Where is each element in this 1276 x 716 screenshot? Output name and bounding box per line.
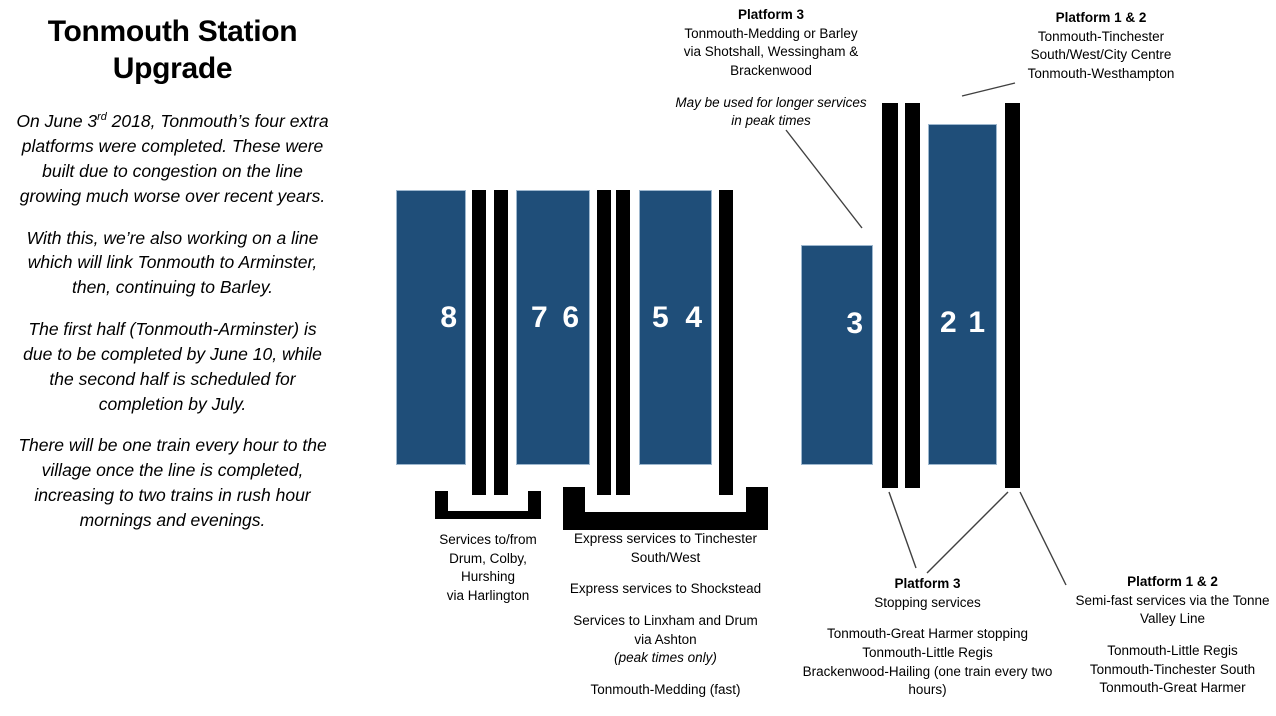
note-spacer [563,599,768,612]
note-spacer [651,81,891,94]
note-bottom-centre-line3: Express services to Shockstead [569,581,762,597]
note-bottom-right-heading: Platform 1 & 2 [1127,574,1218,589]
note-spacer [563,567,768,580]
note-spacer [563,668,768,681]
note-bottom-mid-right-line3: Tonmouth-Little Regis [862,644,993,660]
track-rail-f [882,103,898,488]
platform-number-3: 3 [846,307,863,340]
note-bottom-right-line3: Tonmouth-Little Regis [1107,642,1238,658]
note-top-centre-line3: Brackenwood [730,62,812,78]
intro-p1-a: On June 3 [16,111,98,132]
leader-line-platform12-bottom-right [1019,491,1067,586]
note-bottom-mid-right-line2: Tonmouth-Great Harmer stopping [826,626,1029,642]
note-bottom-centre-line1: Express services to Tinchester [573,531,758,546]
note-bottom-centre-line4: Services to Linxham and Drum [573,612,758,628]
platform-block-8: 8 [396,190,466,465]
note-bottom-centre-line6: (peak times only) [614,650,717,666]
note-top-right-line3: Tonmouth-Westhampton [1027,65,1175,81]
note-spacer [1075,629,1270,642]
track-rail-a [472,190,486,495]
note-bottom-mid-right-heading: Platform 3 [894,576,961,591]
note-spacer [800,612,1055,625]
note-top-centre-italic2: in peak times [731,113,811,129]
track-rail-c [597,190,611,495]
note-bottom-centre-line2: South/West [630,549,701,565]
intro-paragraph-1: On June 3rd 2018, Tonmouth’s four extra … [12,109,333,208]
note-bottom-centre-line7: Tonmouth-Medding (fast) [590,681,741,697]
note-top-centre-heading: Platform 3 [737,7,805,22]
intro-paragraph-3: The first half (Tonmouth-Arminster) is d… [23,319,322,414]
track-rail-h [1005,103,1020,488]
note-bottom-centre-line5: via Ashton [634,631,697,647]
note-bottom-left-line3: Hurshing [460,569,516,585]
intro-paragraph-2: With this, we’re also working on a line … [26,227,319,298]
track-rail-g [905,103,920,488]
platform-block-3: 3 [801,245,873,465]
intro-p1-b: 2018, Tonmouth’s four extra platforms we… [19,111,329,206]
note-top-right-heading: Platform 1 & 2 [1055,10,1147,25]
intro-body: On June 3rd 2018, Tonmouth’s four extra … [12,109,333,533]
track-rail-d [616,190,630,495]
platform-number-8: 8 [440,301,457,334]
note-top-centre-italic1: May be used for longer services [675,94,867,110]
platform-number-4: 4 [685,301,702,334]
note-bottom-mid-right-line1: Stopping services [874,594,981,610]
platform-block-2-1: 2 1 [928,124,997,465]
leader-line-platform12-top [961,82,1016,97]
note-top-centre: Platform 3 Tonmouth-Medding or Barley vi… [651,6,891,131]
leader-line-platform3-top [785,129,863,229]
platform-number-2: 2 [940,306,957,339]
note-top-right-line1: Tonmouth-Tinchester [1037,28,1165,44]
note-bottom-mid-right-line4: Brackenwood-Hailing (one train every two [802,663,1053,679]
note-bottom-right-line2: Valley Line [1139,611,1206,627]
note-bottom-centre: Express services to Tinchester South/Wes… [563,530,768,699]
note-bottom-right: Platform 1 & 2 Semi-fast services via th… [1075,573,1270,698]
platform-number-7: 7 [531,301,548,334]
track-rail-e [719,190,733,495]
page-title: Tonmouth Station Upgrade [47,15,298,85]
platform-block-5-4: 5 4 [639,190,712,465]
leader-line-platform3-bottom [888,491,917,569]
note-bottom-left: Services to/from Drum, Colby, Hurshing v… [420,531,556,606]
note-top-centre-line2: via Shotshall, Wessingham & [683,44,859,60]
track-rail-b [494,190,508,495]
note-bottom-left-line2: Drum, Colby, [449,550,527,566]
platform-number-5: 5 [652,301,669,334]
leader-line-platform12-bottom-left [926,491,1009,574]
platform-block-7-6: 7 6 [516,190,590,465]
note-bottom-left-line4: via Harlington [446,587,530,603]
note-top-centre-line1: Tonmouth-Medding or Barley [684,25,858,41]
note-bottom-left-line1: Services to/from [439,532,537,547]
note-top-right: Platform 1 & 2 Tonmouth-Tinchester South… [1006,9,1196,84]
platform-number-1: 1 [968,306,985,339]
note-bottom-right-line1: Semi-fast services via the Tonne [1075,592,1270,608]
intro-paragraph-4: There will be one train every hour to th… [18,435,327,530]
note-bottom-mid-right: Platform 3 Stopping services Tonmouth-Gr… [800,575,1055,700]
note-bottom-mid-right-line5: hours) [908,682,947,698]
note-bottom-right-line4: Tonmouth-Tinchester South [1089,661,1256,677]
platform-number-6: 6 [562,301,579,334]
note-top-right-line2: South/West/City Centre [1030,47,1172,63]
intro-panel: Tonmouth Station Upgrade On June 3rd 201… [0,8,345,533]
ordinal-suffix: rd [97,111,107,124]
note-bottom-right-line5: Tonmouth-Great Harmer [1099,680,1246,696]
